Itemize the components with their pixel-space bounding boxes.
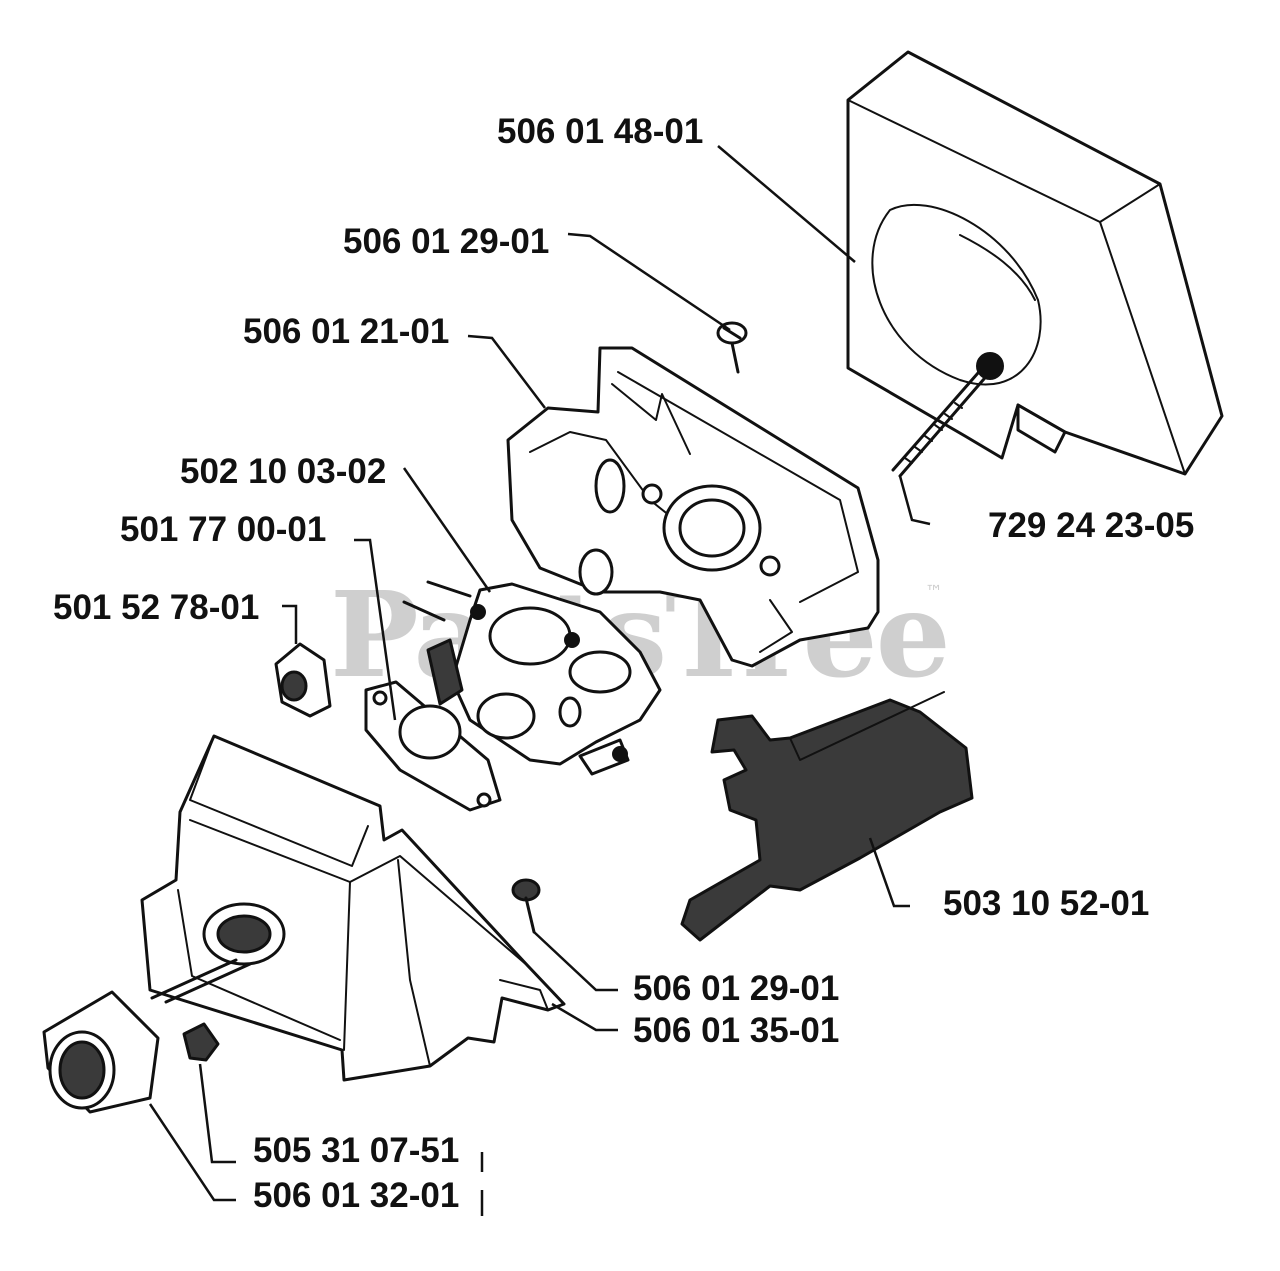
part-number-screw-top[interactable]: 506 01 29-01	[343, 222, 550, 261]
throttle-lever	[680, 691, 974, 942]
bushing	[42, 990, 160, 1114]
watermark-trademark: ™	[925, 582, 943, 603]
plug	[182, 1022, 220, 1062]
part-number-bushing[interactable]: 506 01 32-01	[253, 1176, 460, 1215]
part-number-plug[interactable]: 505 31 07-51	[253, 1131, 460, 1170]
part-number-long-screw[interactable]: 729 24 23-05	[988, 506, 1195, 545]
part-number-housing-nut[interactable]: 506 01 35-01	[633, 1011, 840, 1050]
long-screw	[891, 352, 1004, 478]
gasket	[364, 680, 502, 812]
part-number-adapter[interactable]: 506 01 21-01	[243, 312, 450, 351]
screw-bottom	[511, 878, 541, 934]
part-number-carburetor[interactable]: 502 10 03-02	[180, 452, 387, 491]
intake-housing	[140, 734, 566, 1082]
part-number-cover[interactable]: 506 01 48-01	[497, 112, 704, 151]
carburetor-adapter	[506, 346, 880, 668]
part-number-nut[interactable]: 501 52 78-01	[53, 588, 260, 627]
part-number-gasket[interactable]: 501 77 00-01	[120, 510, 327, 549]
carburetor	[402, 580, 662, 776]
part-number-screw-bottom[interactable]: 506 01 29-01	[633, 969, 840, 1008]
leader-lines	[148, 145, 931, 1216]
screw-top	[716, 321, 748, 374]
nut	[274, 642, 332, 718]
part-number-lever[interactable]: 503 10 52-01	[943, 884, 1150, 923]
air-filter-cover	[846, 50, 1224, 476]
